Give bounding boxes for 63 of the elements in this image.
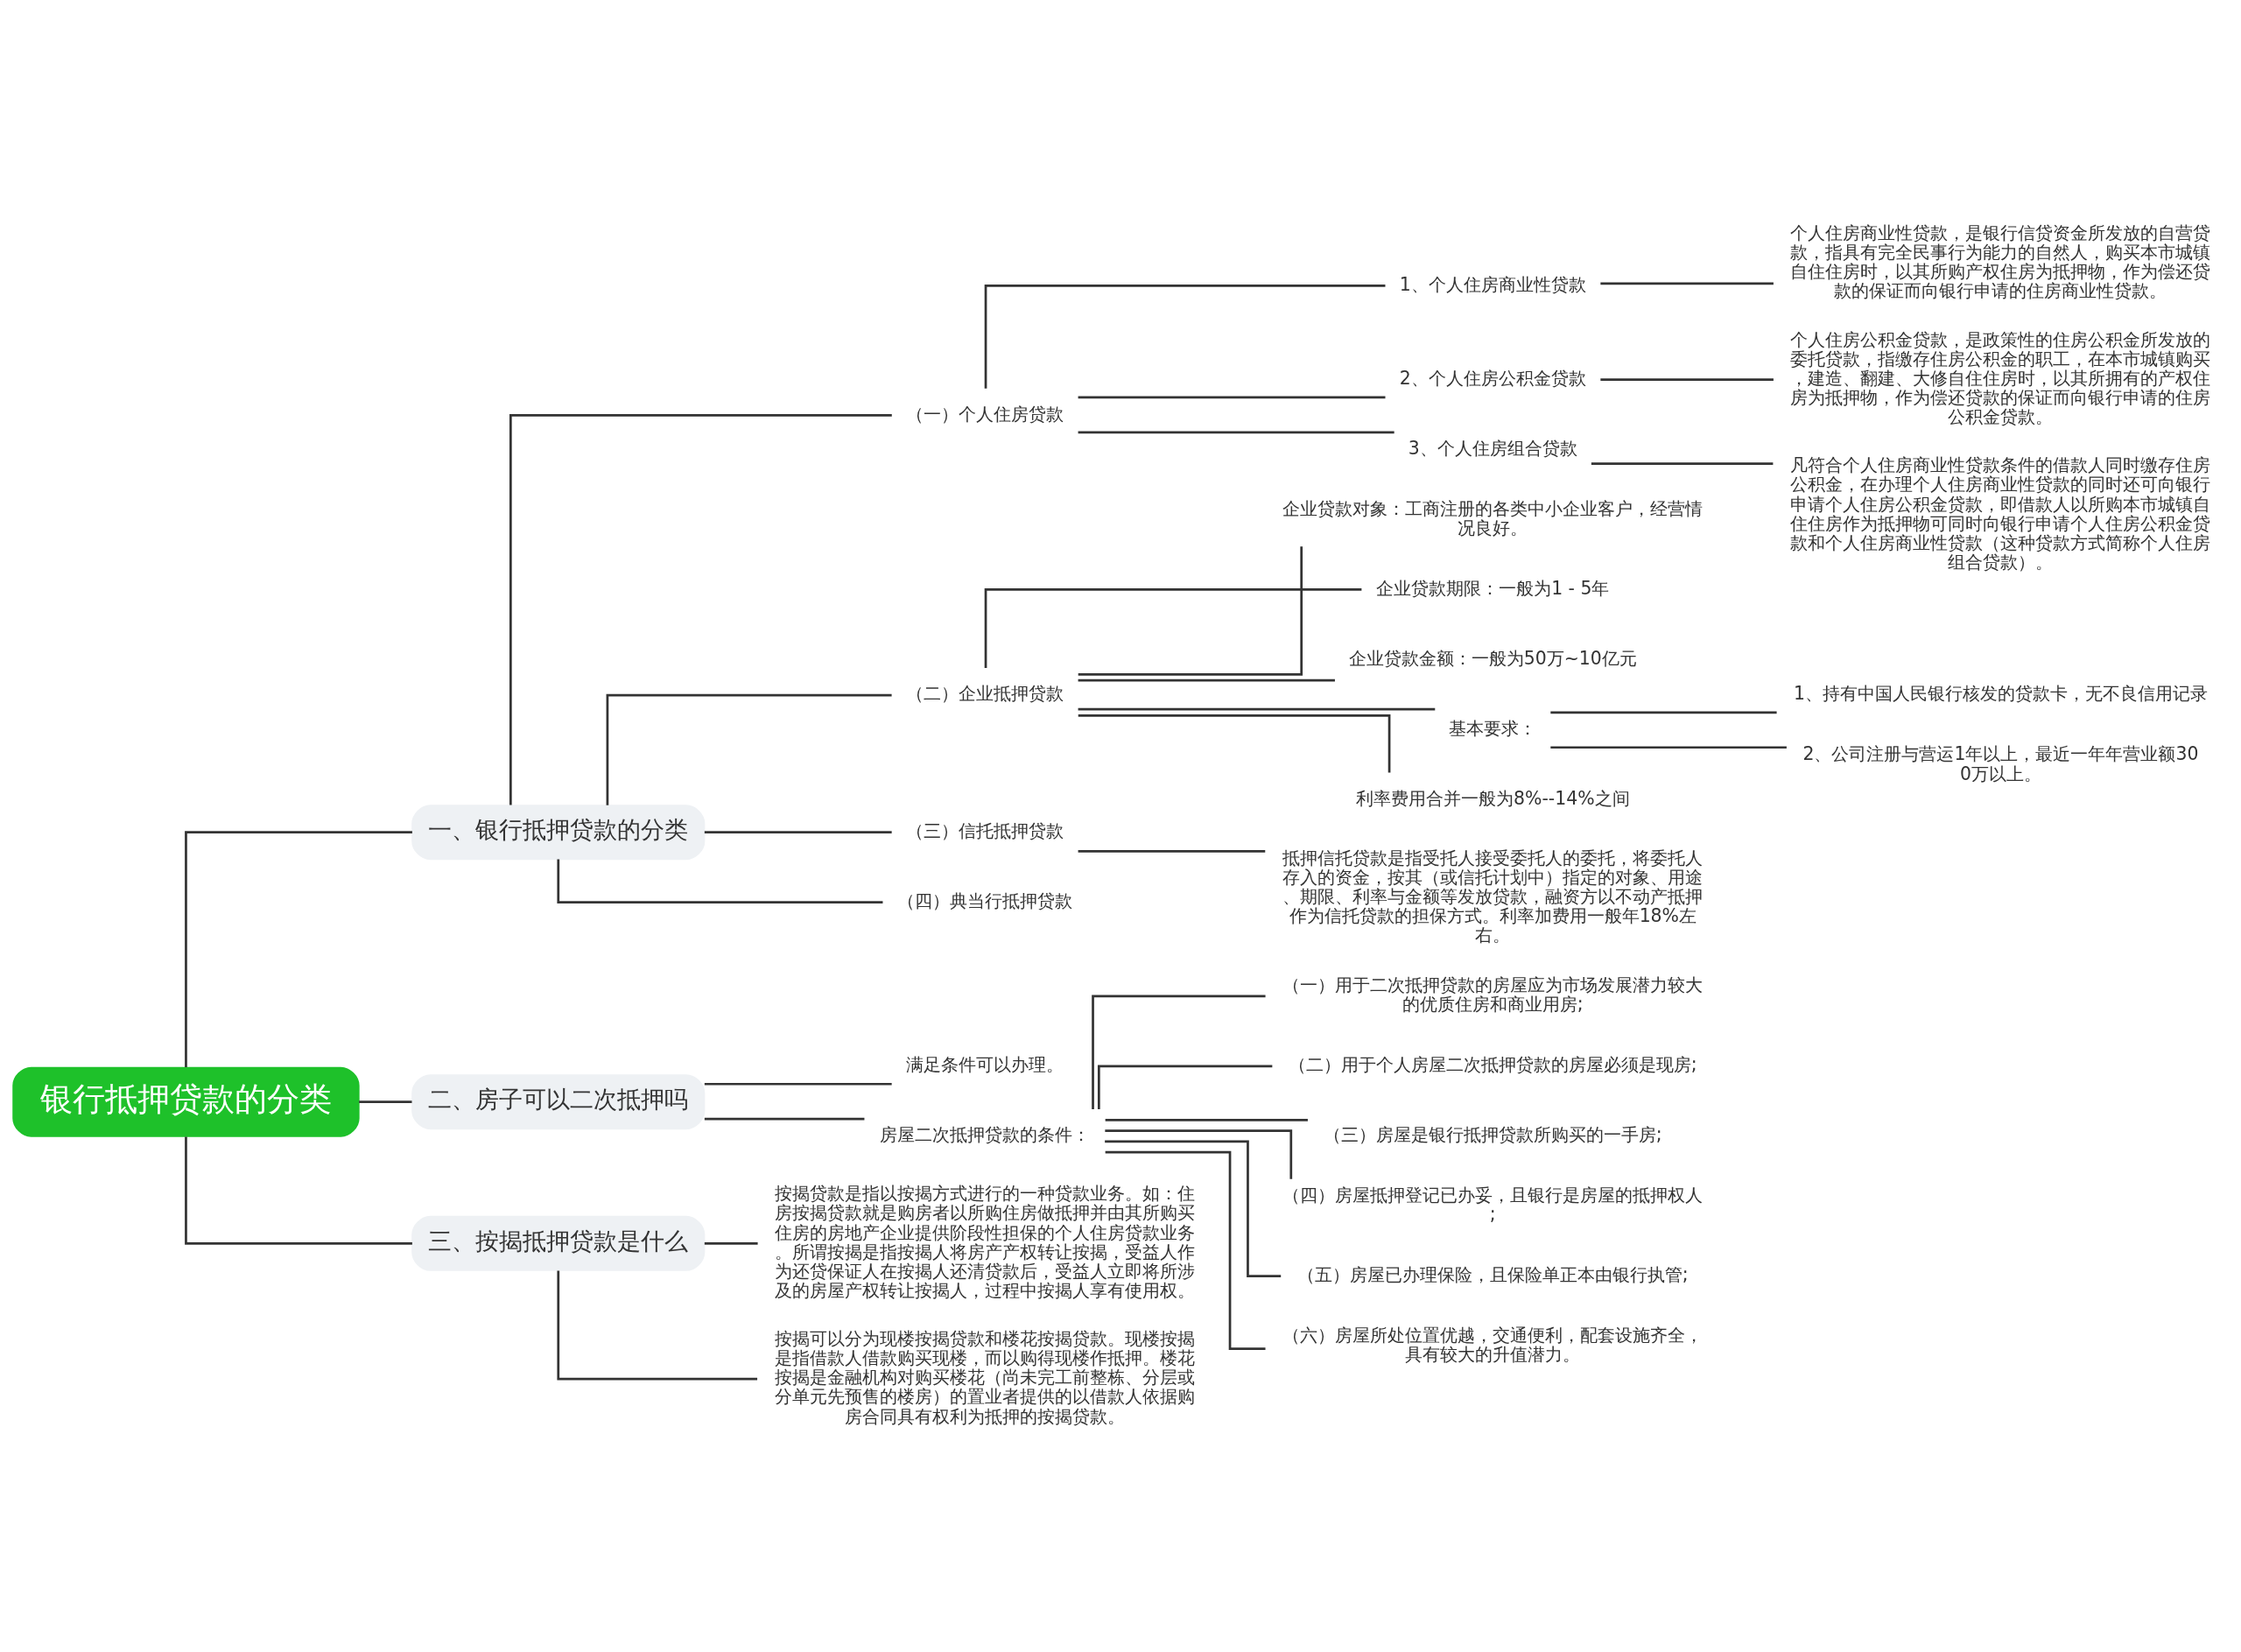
node-text: （六）房屋所处位置优越，交通便利，配套设施齐全，具有较大的升值潜力。 (1282, 1324, 1704, 1365)
connector (1092, 995, 1266, 1109)
node-text: （五）房屋已办理保险，且保险单正本由银行执管; (1296, 1263, 1689, 1285)
node-text: （三）房屋是银行抵押贷款所购买的一手房; (1323, 1124, 1662, 1146)
node-text: 企业贷款对象：工商注册的各类中小企业客户，经营情况良好。 (1282, 497, 1704, 538)
node-text: 企业贷款期限：一般为1 - 5年 (1376, 577, 1610, 599)
connector (509, 414, 892, 805)
connector (1078, 396, 1386, 399)
node-text: （三）信托抵押贷款 (906, 820, 1064, 841)
node-text: 个人住房公积金贷款，是政策性的住房公积金所发放的委托贷款，指缴存住房公积金的职工，在本市城镇购买，建造、翻建、大修自住住房时，以其所拥有的产权住房为抵押物，作为偿还贷款的保证而向银行申请的住房公积金贷款。 (1790, 328, 2211, 428)
connector (1600, 282, 1774, 285)
connector (1078, 678, 1335, 682)
connector (185, 1136, 412, 1245)
node-text: （四）典当行抵押贷款 (897, 889, 1073, 911)
node-text: 3、个人住房组合贷款 (1408, 437, 1577, 459)
node-text: （一）用于二次抵押贷款的房屋应为市场发展潜力较大的优质住房和商业用房; (1282, 974, 1704, 1016)
connector (704, 1241, 758, 1245)
node-text: 凡符合个人住房商业性贷款条件的借款人同时缴存住房公积金，在办理个人住房商业性贷款的同时还可向银行申请个人住房公积金贷款，即借款人以所购本市城镇自住住房作为抵押物可同时向银行申请个人住房公积金贷款和个人住房商业性贷款（这种贷款方式简称个人住房组合贷款）。 (1790, 454, 2211, 573)
node-text: 2、公司注册与营运1年以上，最近一年年营业额300万以上。 (1802, 743, 2199, 784)
connector (1550, 746, 1787, 749)
node-text: 按揭贷款是指以按揭方式进行的一种贷款业务。如：住房按揭贷款就是购房者以所购住房做抵押并由其所购买住房的房地产企业提供阶段性担保的个人住房贷款业务。所谓按揭是指按揭人将房产产权转让按揭，受益人作为还贷保证人在按揭人还清贷款后，受益人立即将所涉及的房屋产权转让按揭人，过程中按揭人享有使用权。 (775, 1183, 1196, 1301)
node-text: （四）房屋抵押登记已办妥，且银行是房屋的抵押权人; (1282, 1184, 1704, 1226)
node-box: 三、按揭抵押贷款是什么 (411, 1215, 706, 1271)
connector (704, 1117, 865, 1121)
connector (704, 1082, 892, 1086)
connector (1591, 462, 1774, 465)
node-text: 个人住房商业性贷款，是银行信贷资金所发放的自营贷款，指具有完全民事行为能力的自然人，购买本市城镇自住住房时，以其所购产权住房为抵押物，作为偿还贷款的保证而向银行申请的住房商业性贷款。 (1790, 221, 2211, 302)
connector (359, 1100, 412, 1103)
connector (1078, 850, 1266, 853)
connector (984, 285, 1386, 389)
node-text: 2、个人住房公积金贷款 (1399, 367, 1586, 389)
node-text: 1、持有中国人民银行核发的贷款卡，无不良信用记录 (1793, 683, 2208, 705)
node-text: （一）个人住房贷款 (906, 403, 1064, 425)
node-text: 按揭可以分为现楼按揭贷款和楼花按揭贷款。现楼按揭是指借款人借款购买现楼，而以购得现楼作抵押。楼花按揭是金融机构对购买楼花（尚未完工前整栋、分层或分单元先预售的楼房）的置业者提供的以借款人依据购房合同具有权利为抵押的按揭贷款。 (775, 1328, 1196, 1427)
connector (1078, 714, 1391, 773)
connector (1078, 431, 1394, 434)
node-text: 房屋二次抵押贷款的条件： (880, 1124, 1091, 1146)
node-text: （二）企业抵押贷款 (906, 683, 1064, 705)
node-text: （二）用于个人房屋二次抵押贷款的房屋必须是现房; (1288, 1054, 1697, 1076)
connector (704, 831, 892, 834)
connector (1078, 707, 1436, 711)
node-box: 二、房子可以二次抵押吗 (411, 1074, 706, 1130)
connector (606, 693, 892, 805)
connector (1105, 1150, 1266, 1350)
connector (557, 1270, 758, 1381)
connector (1078, 546, 1303, 676)
node-text: 满足条件可以办理。 (906, 1054, 1064, 1076)
connector (1105, 1129, 1293, 1179)
node-text: 基本要求： (1449, 717, 1537, 739)
connector (1600, 378, 1774, 381)
connector (1105, 1140, 1282, 1278)
connector (1550, 711, 1777, 714)
connector (1097, 1065, 1273, 1110)
connector (984, 588, 1362, 669)
node-box: 银行抵押贷款的分类 (12, 1066, 360, 1137)
node-text: 企业贷款金额：一般为50万~10亿元 (1348, 647, 1637, 669)
connector (185, 831, 412, 1068)
node-box: 一、银行抵押贷款的分类 (411, 805, 706, 861)
connector (1105, 1119, 1308, 1121)
node-text: 利率费用合并一般为8%--14%之间 (1356, 787, 1630, 809)
node-text: 抵押信托贷款是指受托人接受委托人的委托，将委托人存入的资金，按其（或信托计划中）指定的对象、用途、期限、利率与金额等发放贷款，融资方以不动产抵押作为信托贷款的担保方式。利率加费用一般年18%左右。 (1282, 847, 1704, 946)
node-text: 1、个人住房商业性贷款 (1399, 273, 1586, 295)
connector (557, 859, 883, 904)
